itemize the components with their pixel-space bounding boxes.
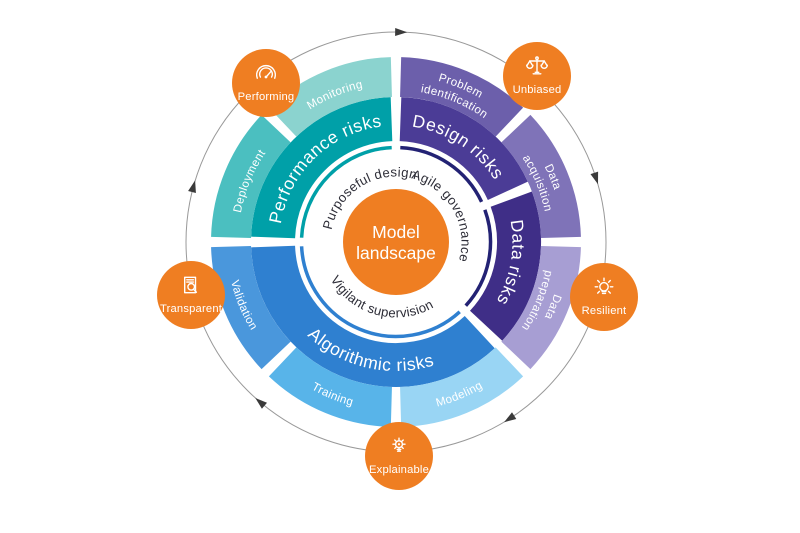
satellite-label-unbiased: Unbiased bbox=[513, 84, 562, 96]
center-label-line2: landscape bbox=[356, 243, 436, 263]
satellite-circle-transparent bbox=[157, 261, 225, 329]
inner-accent-arc-data-risks bbox=[464, 209, 493, 307]
segment-band-training bbox=[268, 347, 393, 427]
rings-layer bbox=[211, 57, 581, 427]
center-circle bbox=[343, 189, 449, 295]
satellite-label-transparent: Transparent bbox=[160, 303, 223, 315]
gauge-icon bbox=[256, 64, 276, 79]
segment-band-validation bbox=[211, 245, 291, 370]
inner-accent-arc-design-risks bbox=[400, 145, 484, 203]
orbit-arrow-icon bbox=[590, 171, 599, 185]
satellite-resilient: Resilient bbox=[570, 263, 638, 331]
quadrant-band-data-risks bbox=[469, 191, 541, 341]
segment-band-problem-identification bbox=[399, 57, 524, 137]
satellite-circle-unbiased bbox=[503, 42, 571, 110]
document-magnifier-icon bbox=[184, 276, 198, 294]
quadrant-band-design-risks bbox=[399, 97, 528, 201]
satellite-label-resilient: Resilient bbox=[582, 305, 627, 317]
orbit-arrow-icon bbox=[504, 412, 517, 423]
gear-bulb-icon bbox=[392, 437, 406, 452]
satellite-circle-performing bbox=[232, 49, 300, 117]
satellite-transparent: Transparent bbox=[157, 261, 225, 329]
quadrant-band-algorithmic-risks bbox=[251, 245, 495, 387]
satellite-label-explainable: Explainable bbox=[369, 464, 429, 476]
orbit-arrow-icon bbox=[188, 180, 196, 193]
satellite-circle-explainable bbox=[365, 422, 433, 490]
inner-accent-arc-algorithmic-risks bbox=[299, 246, 461, 339]
inner-accent-arc-performance-risks bbox=[299, 145, 392, 238]
satellite-performing: Performing bbox=[232, 49, 300, 117]
center-label-line1: Model bbox=[372, 222, 420, 242]
satellite-explainable: Explainable bbox=[365, 422, 433, 490]
quadrant-band-performance-risks bbox=[251, 97, 393, 239]
segment-band-modeling bbox=[399, 347, 524, 427]
satellite-unbiased: Unbiased bbox=[503, 42, 571, 110]
orbit-arrow-icon bbox=[255, 398, 267, 409]
orbit-arrow-icon bbox=[395, 28, 408, 36]
scales-icon bbox=[526, 56, 548, 75]
segment-band-data-preparation bbox=[501, 245, 581, 370]
lightbulb-rays-icon bbox=[594, 277, 614, 295]
satellite-circle-resilient bbox=[570, 263, 638, 331]
segment-band-data-acquisition bbox=[501, 114, 581, 239]
segment-band-monitoring bbox=[268, 57, 393, 137]
segment-band-deployment bbox=[211, 114, 291, 239]
satellite-label-performing: Performing bbox=[238, 91, 295, 103]
